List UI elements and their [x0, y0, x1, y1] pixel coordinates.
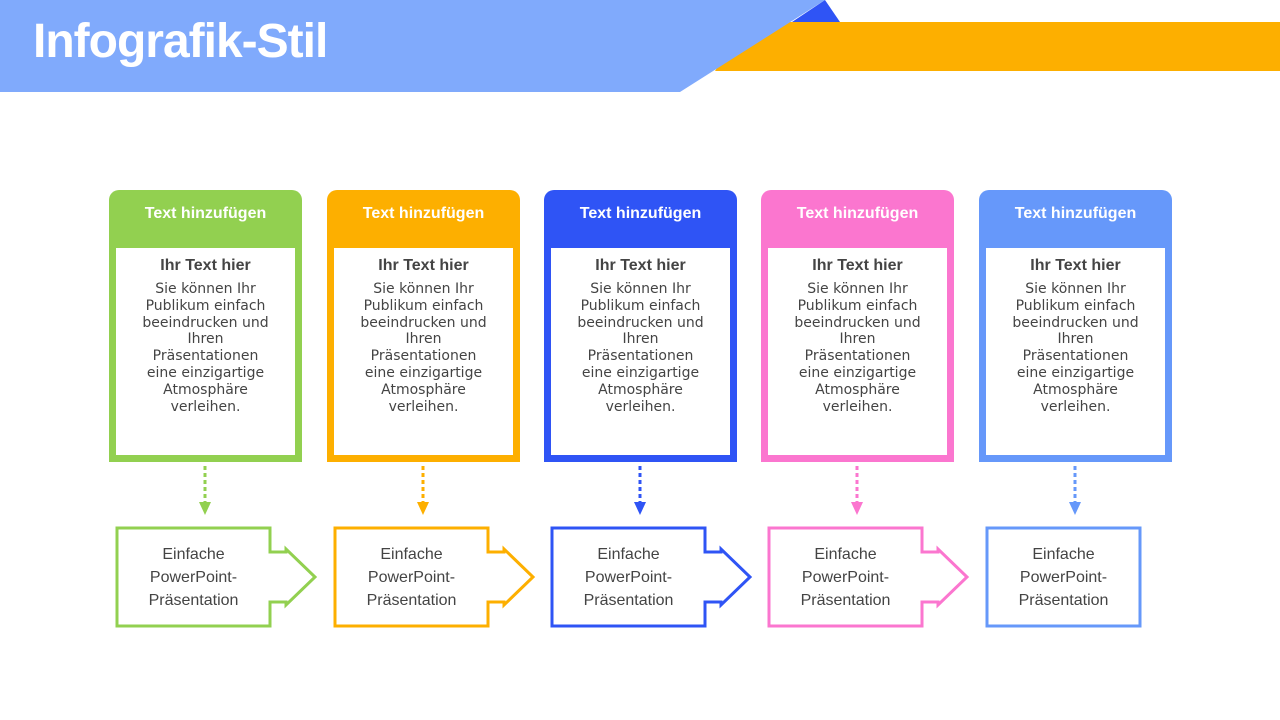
card-subtitle: Ihr Text hier	[1030, 257, 1121, 274]
card-subtitle: Ihr Text hier	[378, 257, 469, 274]
card-subtitle: Ihr Text hier	[595, 257, 686, 274]
arrow-head-icon	[1069, 502, 1081, 515]
info-card: Text hinzufügen Ihr Text hier Sie können…	[761, 190, 954, 462]
arrow-head-icon	[851, 502, 863, 515]
card-text: Sie können Ihr Publikum einfach beeindru…	[577, 281, 704, 415]
step-label: Einfache PowerPoint-Präsentation	[583, 545, 674, 609]
page-title: Infografik-Stil	[33, 15, 328, 68]
info-card: Text hinzufügen Ihr Text hier Sie können…	[327, 190, 520, 462]
blue-banner	[0, 0, 825, 92]
info-card: Text hinzufügen Ihr Text hier Sie können…	[544, 190, 737, 462]
card-text: Sie können Ihr Publikum einfach beeindru…	[794, 281, 921, 415]
card-subtitle: Ihr Text hier	[160, 257, 251, 274]
card-body: Ihr Text hier Sie können Ihr Publikum ei…	[116, 248, 295, 455]
card-body: Ihr Text hier Sie können Ihr Publikum ei…	[768, 248, 947, 455]
step-arrow-box	[767, 526, 970, 628]
step-arrow-box	[550, 526, 753, 628]
arrow-head-icon	[634, 502, 646, 515]
card-header: Text hinzufügen	[144, 205, 267, 222]
card-text: Sie können Ihr Publikum einfach beeindru…	[1012, 281, 1139, 415]
step-label: Einfache PowerPoint-Präsentation	[148, 545, 239, 609]
card-text: Sie können Ihr Publikum einfach beeindru…	[142, 281, 269, 415]
step-arrow-box	[115, 526, 318, 628]
info-card: Text hinzufügen Ihr Text hier Sie können…	[979, 190, 1172, 462]
step-label: Einfache PowerPoint-Präsentation	[1018, 545, 1109, 609]
card-header: Text hinzufügen	[579, 205, 702, 222]
card-header: Text hinzufügen	[796, 205, 919, 222]
step-box	[985, 526, 1142, 628]
step-label: Einfache PowerPoint-Präsentation	[800, 545, 891, 609]
card-body: Ihr Text hier Sie können Ihr Publikum ei…	[551, 248, 730, 455]
orange-band	[715, 22, 1280, 71]
card-header: Text hinzufügen	[362, 205, 485, 222]
blue-triangle	[792, 0, 840, 22]
info-card: Text hinzufügen Ihr Text hier Sie können…	[109, 190, 302, 462]
card-subtitle: Ihr Text hier	[812, 257, 903, 274]
arrow-head-icon	[417, 502, 429, 515]
card-header: Text hinzufügen	[1014, 205, 1137, 222]
card-body: Ihr Text hier Sie können Ihr Publikum ei…	[334, 248, 513, 455]
arrow-head-icon	[199, 502, 211, 515]
step-arrow-box	[333, 526, 536, 628]
card-text: Sie können Ihr Publikum einfach beeindru…	[360, 281, 487, 415]
title-banner	[0, 0, 1280, 92]
step-label: Einfache PowerPoint-Präsentation	[366, 545, 457, 609]
card-body: Ihr Text hier Sie können Ihr Publikum ei…	[986, 248, 1165, 455]
